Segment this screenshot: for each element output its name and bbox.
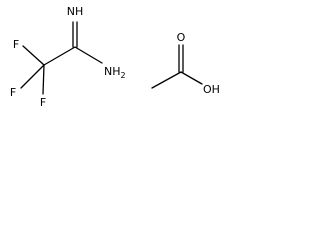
bond-c-f-upper xyxy=(22,45,45,66)
acetic-acid-molecule: O OH xyxy=(151,31,220,96)
atom-f-left: F xyxy=(10,86,16,99)
atom-amine-nh2: NH2 xyxy=(104,65,126,80)
atom-f-upper: F xyxy=(13,38,19,51)
atom-hydroxyl-oh: OH xyxy=(203,83,220,96)
bond-c-oh xyxy=(180,71,203,85)
atom-f-lower: F xyxy=(40,96,46,109)
bond-c-f-left xyxy=(20,64,45,89)
bond-ch3-c xyxy=(151,71,182,89)
amine-subscript: 2 xyxy=(121,71,126,80)
atom-carbonyl-o: O xyxy=(177,31,186,44)
trifluoroacetamidine-molecule: F F F NH NH2 xyxy=(10,5,126,109)
bond-c-f-lower xyxy=(42,64,45,95)
bond-c-c xyxy=(43,46,76,66)
bond-c-nh2 xyxy=(74,46,103,64)
atom-imine-nh: NH xyxy=(67,5,84,18)
chemical-structure-diagram: F F F NH NH2 O OH xyxy=(10,5,220,109)
amine-label: NH xyxy=(104,65,121,78)
